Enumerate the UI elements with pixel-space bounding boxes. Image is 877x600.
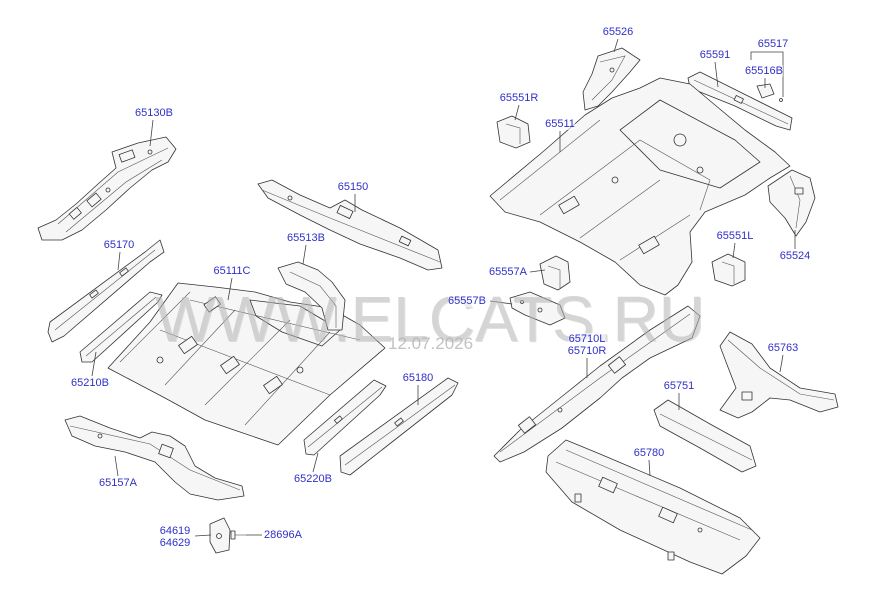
part-65557A [539, 255, 571, 291]
part-65111C [107, 282, 386, 446]
part-label-65591[interactable]: 65591 [699, 49, 731, 61]
part-65220B [303, 379, 387, 456]
part-label-65513B[interactable]: 65513B [287, 232, 325, 244]
part-65170 [47, 239, 165, 343]
part-label-65517[interactable]: 65517 [757, 38, 789, 50]
part-65551L [711, 253, 746, 287]
part-65751 [653, 399, 757, 473]
part-label-65524[interactable]: 65524 [779, 250, 811, 262]
part-65130B [37, 136, 177, 241]
part-label-64619[interactable]: 64619 [159, 525, 191, 537]
part-65157A [64, 415, 245, 501]
part-65513B [277, 261, 346, 331]
part-65780 [545, 439, 761, 575]
part-label-65780[interactable]: 65780 [633, 447, 665, 459]
part-28696A-bolt [230, 530, 246, 540]
part-65511 [489, 77, 791, 296]
part-label-65763[interactable]: 65763 [767, 342, 799, 354]
part-label-65130B[interactable]: 65130B [135, 107, 173, 119]
part-64619-bracket [209, 517, 231, 554]
part-65180 [339, 377, 459, 476]
part-label-65180[interactable]: 65180 [402, 372, 434, 384]
part-label-65710R[interactable]: 65710R [567, 345, 607, 357]
part-65210B [79, 291, 163, 363]
part-label-65751[interactable]: 65751 [663, 380, 695, 392]
part-label-65551L[interactable]: 65551L [716, 230, 754, 242]
part-65526 [582, 47, 641, 111]
part-label-65511[interactable]: 65511 [545, 118, 575, 130]
part-65516B [756, 83, 783, 102]
part-65591 [687, 71, 793, 131]
part-label-65516B[interactable]: 65516B [745, 65, 783, 77]
part-label-65557A[interactable]: 65557A [489, 266, 527, 278]
part-label-65210B[interactable]: 65210B [71, 377, 109, 389]
part-65763 [719, 331, 839, 419]
part-label-65111C[interactable]: 65111C [213, 265, 251, 277]
part-label-65170[interactable]: 65170 [103, 239, 135, 251]
part-label-65220B[interactable]: 65220B [294, 473, 332, 485]
part-label-28696A[interactable]: 28696A [264, 529, 302, 541]
part-label-65150[interactable]: 65150 [337, 181, 369, 193]
part-label-65526[interactable]: 65526 [602, 26, 634, 38]
part-label-65557B[interactable]: 65557B [448, 295, 486, 307]
part-65710 [493, 305, 701, 463]
part-label-65551R[interactable]: 65551R [499, 92, 539, 104]
part-65524 [767, 169, 816, 237]
part-65551R [496, 115, 531, 149]
part-65557B [509, 291, 566, 326]
leader-lines [91, 38, 796, 537]
part-65150 [257, 179, 443, 271]
part-label-65710L[interactable]: 65710L [568, 333, 606, 345]
part-label-65157A[interactable]: 65157A [99, 477, 137, 489]
part-label-64629[interactable]: 64629 [159, 537, 191, 549]
